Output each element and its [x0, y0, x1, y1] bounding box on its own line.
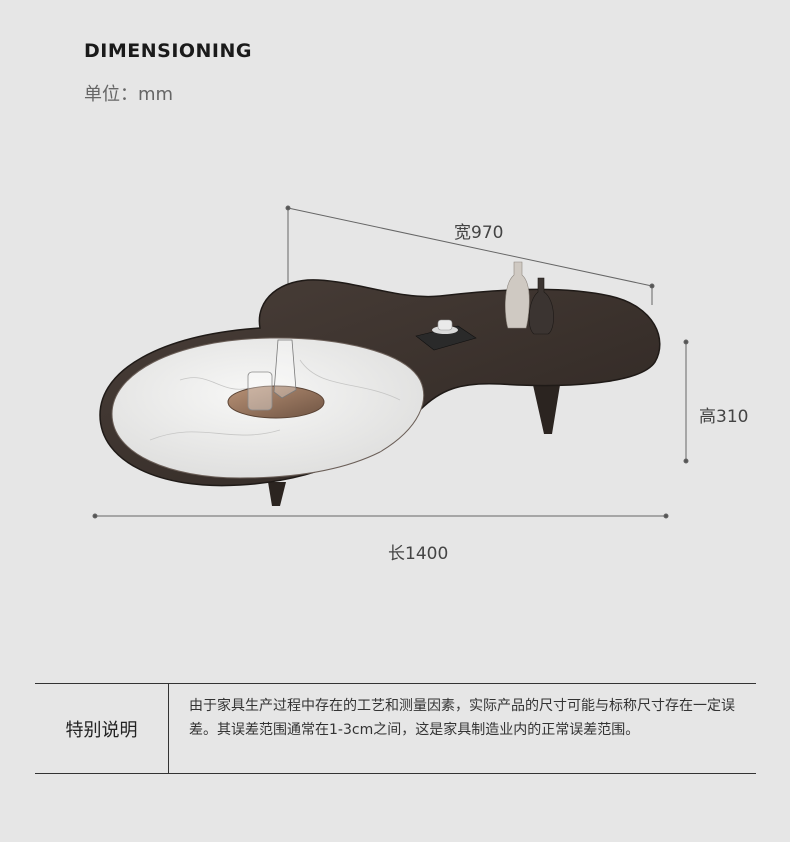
coffee-table-illustration: [92, 205, 689, 519]
book-decor: [415, 319, 477, 351]
length-dimension-label: 长1400: [388, 544, 449, 564]
vase-decor: [505, 261, 554, 335]
marble-veins: [149, 359, 401, 441]
note-label: 特别说明: [35, 684, 169, 773]
special-note-table: 特别说明 由于家具生产过程中存在的工艺和测量因素，实际产品的尺寸可能与标称尺寸存…: [35, 683, 756, 774]
tray-decor: [227, 339, 325, 419]
table-legs: [268, 385, 560, 506]
height-dimension-label: 高310: [699, 407, 749, 427]
dimension-lines: [92, 205, 689, 519]
note-text: 由于家具生产过程中存在的工艺和测量因素，实际产品的尺寸可能与标称尺寸存在一定误差…: [189, 698, 735, 738]
page-title: DIMENSIONING: [84, 40, 253, 62]
width-dimension-label: 宽970: [454, 223, 504, 243]
unit-label: 单位：mm: [84, 84, 174, 105]
